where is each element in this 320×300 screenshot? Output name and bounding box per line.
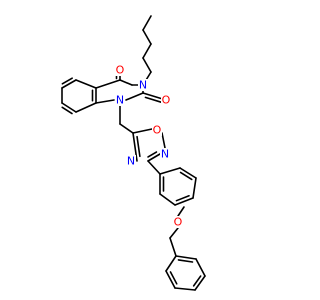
atom-o-c2: O	[161, 94, 171, 107]
bond-double-inner	[136, 135, 141, 158]
bond	[75, 79, 97, 89]
bond	[95, 99, 115, 104]
bond	[174, 287, 196, 291]
bond-double-inner	[175, 194, 190, 202]
bond	[159, 167, 181, 175]
bond	[165, 255, 177, 272]
bond	[159, 193, 176, 206]
svg-text:N: N	[127, 155, 135, 168]
bond-double-inner	[144, 96, 163, 104]
bond-lines	[61, 15, 206, 291]
bond	[165, 270, 176, 289]
bond	[177, 206, 185, 217]
bond-double-inner	[179, 171, 193, 181]
bond	[132, 132, 138, 162]
atom-o-oxadiazole: O	[152, 124, 162, 137]
bond	[194, 275, 206, 291]
svg-text:O: O	[153, 124, 162, 137]
bond	[95, 79, 121, 89]
bond	[142, 15, 152, 31]
bond	[147, 153, 161, 162]
bond	[169, 237, 177, 257]
svg-text:O: O	[174, 216, 183, 229]
svg-text:N: N	[161, 148, 169, 161]
bond	[75, 102, 97, 113]
atom-n-oxadiazole-right: N	[160, 148, 170, 161]
bond	[119, 79, 133, 86]
atom-o-ether: O	[173, 216, 183, 229]
bond-double-inner	[169, 271, 178, 285]
bond	[161, 132, 166, 149]
svg-text:N: N	[116, 94, 124, 107]
svg-text:O: O	[116, 64, 125, 77]
bond	[132, 128, 153, 134]
bond	[142, 29, 152, 45]
bond-double-inner	[147, 151, 158, 158]
bond	[192, 177, 197, 199]
atom-labels: O N O N O N N O	[115, 64, 183, 229]
bond	[175, 255, 197, 260]
bond	[147, 160, 161, 175]
bond	[174, 197, 194, 206]
bond	[195, 258, 206, 277]
svg-text:O: O	[162, 94, 171, 107]
bond	[142, 57, 152, 73]
bond-double-inner	[61, 77, 73, 85]
atom-n-oxadiazole-left: N	[126, 155, 136, 168]
bond	[61, 102, 77, 113]
svg-text:N: N	[139, 79, 147, 92]
bond	[61, 79, 77, 89]
atom-o-top: O	[115, 64, 125, 77]
bond	[119, 123, 134, 134]
bond	[142, 43, 152, 59]
atom-n1: N	[115, 94, 125, 107]
bond	[179, 167, 197, 179]
bond-double-inner	[177, 259, 194, 263]
bond	[169, 227, 179, 239]
molecule-structure: O N O N O N N O	[61, 15, 206, 291]
bond-double-inner	[61, 106, 73, 115]
atom-n3: N	[138, 79, 148, 92]
bond-double-inner	[192, 275, 202, 287]
bond	[125, 92, 144, 101]
